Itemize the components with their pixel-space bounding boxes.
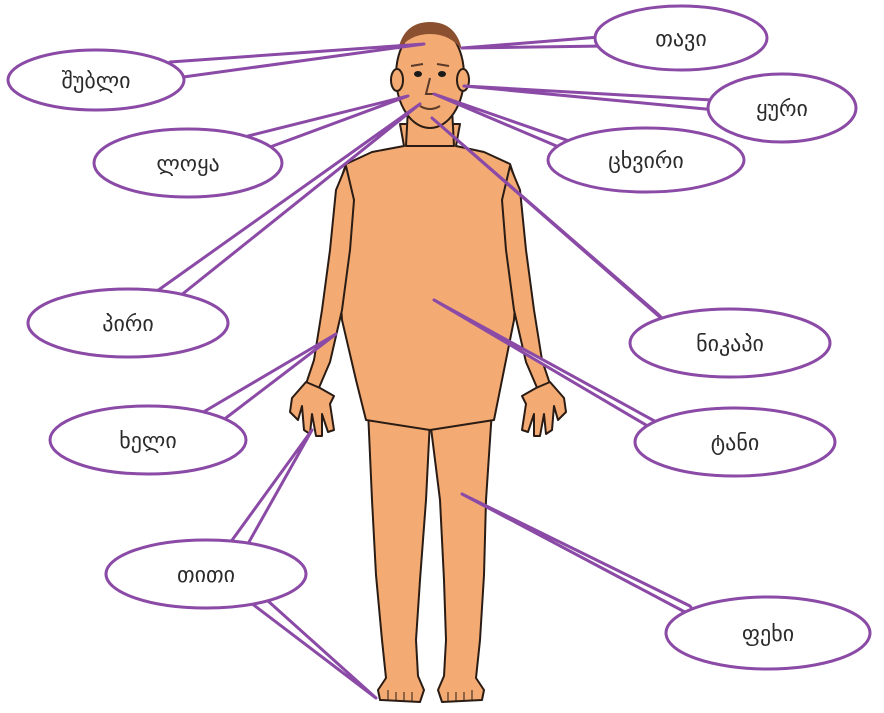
label-head-text: თავი (655, 27, 706, 52)
label-forehead-text: შუბლი (61, 69, 130, 94)
label-ear: ყური (708, 74, 856, 142)
label-finger-text: თითი (177, 563, 235, 588)
left-arm (306, 166, 354, 390)
pointer-head (462, 36, 612, 48)
pointer-leg (462, 494, 700, 620)
left-hand (290, 382, 334, 436)
right-leg (430, 410, 492, 702)
pointer-cheek (248, 96, 408, 150)
label-chin-text: ნიკაპი (696, 332, 764, 357)
label-cheek: ლოყა (94, 129, 282, 197)
label-nose-text: ცხვირი (608, 149, 684, 174)
right-hand (522, 382, 566, 436)
label-head: თავი (595, 6, 767, 70)
label-nose: ცხვირი (548, 128, 744, 192)
label-finger: თითი (106, 540, 306, 608)
label-hand: ხელი (50, 406, 246, 474)
label-hand-text: ხელი (119, 429, 176, 454)
label-forehead: შუბლი (8, 50, 184, 110)
right-eye (438, 71, 446, 77)
label-ear-text: ყური (756, 97, 808, 122)
label-chin: ნიკაპი (630, 309, 830, 377)
pointer-finger-bottom (234, 590, 376, 698)
label-leg-text: ფეხი (742, 622, 794, 647)
pointer-forehead (170, 44, 424, 78)
left-ear (391, 69, 403, 91)
label-mouth-text: პირი (102, 312, 153, 337)
label-torso-text: ტანი (711, 431, 759, 456)
label-leg: ფეხი (666, 597, 870, 669)
label-cheek-text: ლოყა (156, 152, 219, 177)
label-mouth: პირი (28, 289, 228, 357)
label-torso: ტანი (635, 408, 835, 476)
pointer-ear (464, 86, 716, 110)
left-leg (368, 410, 430, 702)
left-eye (414, 71, 422, 77)
